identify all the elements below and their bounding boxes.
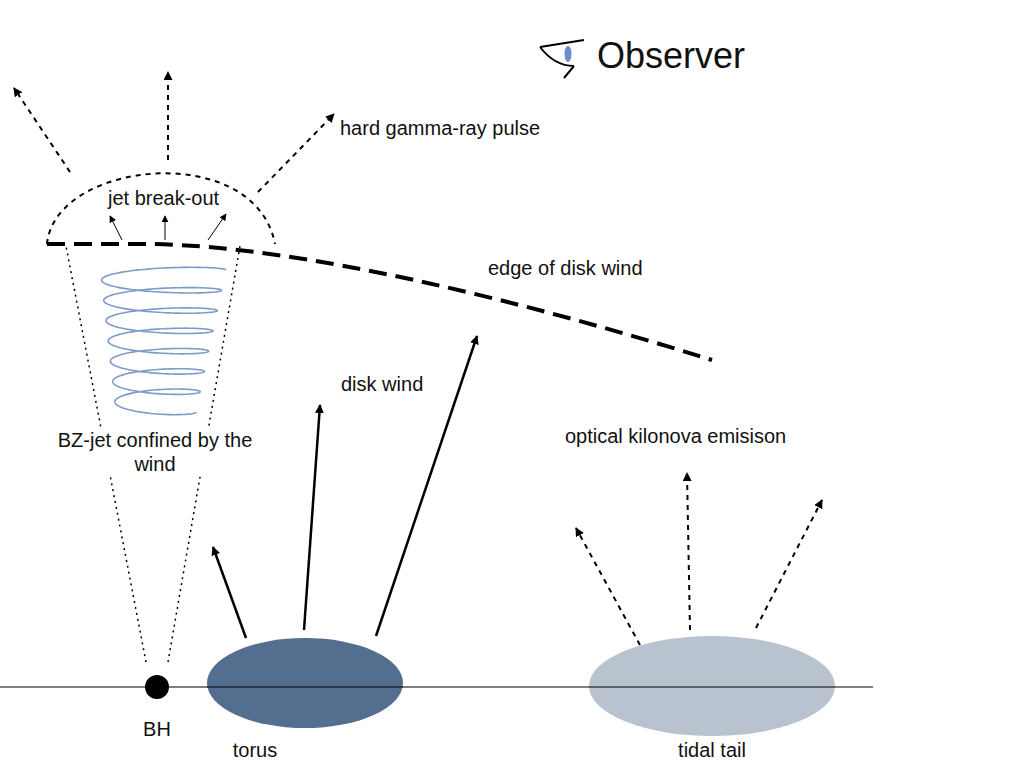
breakout-dome — [47, 173, 275, 244]
annotation: edge of disk wind — [485, 256, 646, 280]
annotation: jet break-out — [105, 186, 222, 210]
node-outline — [145, 675, 169, 699]
node-label: BH — [143, 717, 171, 741]
node-shape — [589, 636, 835, 736]
gamma-ray-arrows — [14, 72, 334, 192]
torus-shape: torus — [207, 638, 403, 764]
eye-icon — [540, 40, 584, 78]
node-shape — [145, 675, 169, 699]
magnetic-spiral — [101, 267, 225, 414]
disk-wind-edge — [47, 244, 712, 360]
annotation: optical kilonova emisison — [562, 424, 789, 448]
annotation: BZ-jet confined by the wind — [52, 428, 258, 476]
observer-label: Observer — [594, 36, 748, 76]
annotation: hard gamma-ray pulse — [337, 116, 543, 140]
black-hole: BH — [145, 675, 169, 743]
node-outline — [207, 638, 403, 728]
tidal-tail-shape: tidal tail — [589, 636, 835, 764]
disk-wind-arrows — [213, 336, 477, 638]
node-label: tidal tail — [678, 738, 746, 762]
node-label: torus — [233, 738, 277, 762]
breakout-arrows — [110, 214, 226, 240]
kilonova-arrows — [576, 473, 822, 645]
annotation: disk wind — [338, 372, 426, 396]
node-outline — [589, 636, 835, 736]
node-shape — [207, 638, 403, 728]
magnetic-spiral — [101, 267, 225, 414]
